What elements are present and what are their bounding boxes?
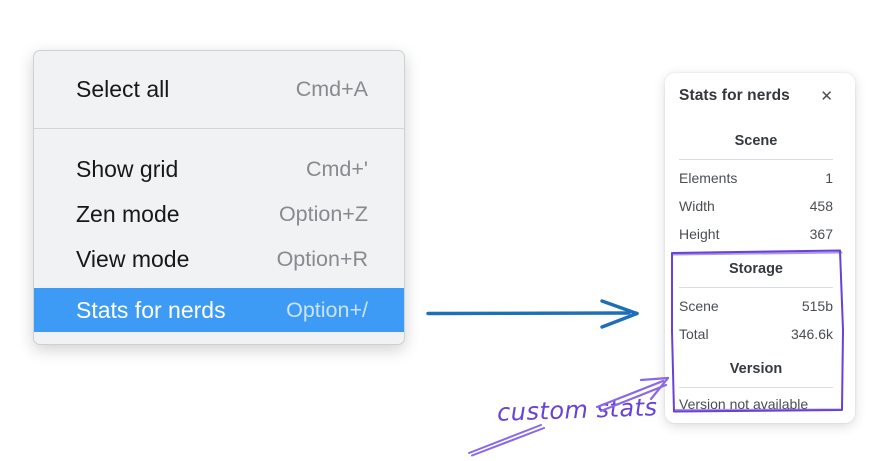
section-heading: Storage	[729, 261, 783, 277]
stats-section-version: Version Version not available	[679, 360, 833, 416]
menu-divider	[34, 128, 404, 129]
menu-item-select-all[interactable]: Select all Cmd+A	[34, 67, 404, 112]
menu-item-view-mode[interactable]: View mode Option+R	[34, 237, 404, 282]
stat-value: 367	[809, 226, 833, 242]
stats-section-scene: Scene Elements 1 Width 458 Height 367	[679, 132, 833, 248]
menu-item-zen-mode[interactable]: Zen mode Option+Z	[34, 192, 404, 237]
stat-label: Scene	[679, 298, 719, 314]
stats-panel-header: Stats for nerds ✕	[679, 86, 833, 106]
menu-section-top: Select all Cmd+A	[34, 51, 404, 128]
menu-item-shortcut: Cmd+'	[305, 157, 368, 181]
menu-item-label: Stats for nerds	[76, 296, 226, 323]
stat-label: Width	[679, 198, 715, 214]
stat-row-elements: Elements 1	[679, 164, 833, 192]
menu-item-shortcut: Option+Z	[278, 202, 368, 226]
stat-row-scene-storage: Scene 515b	[679, 292, 833, 320]
menu-item-shortcut: Option+R	[276, 247, 368, 271]
section-divider	[679, 287, 833, 288]
section-divider	[679, 387, 833, 388]
context-menu: Select all Cmd+A Show grid Cmd+' Zen mod…	[33, 50, 405, 345]
menu-item-label: Zen mode	[76, 201, 180, 227]
section-heading: Scene	[734, 133, 778, 149]
stats-panel: Stats for nerds ✕ Scene Elements 1 Width…	[665, 73, 855, 423]
annotation-custom-stats: custom stats	[496, 393, 658, 427]
stat-value: 1	[825, 170, 833, 186]
flow-arrow	[426, 299, 639, 329]
version-note: Version not available	[679, 396, 809, 412]
section-divider	[679, 159, 833, 160]
menu-item-label: View mode	[76, 246, 190, 272]
close-icon[interactable]: ✕	[820, 87, 833, 105]
stat-label: Total	[679, 326, 709, 342]
stat-value: 458	[809, 198, 833, 214]
stats-section-storage: Storage Scene 515b Total 346.6k	[679, 260, 833, 348]
menu-item-stats-for-nerds[interactable]: Stats for nerds Option+/	[34, 288, 404, 332]
panel-title: Stats for nerds	[679, 87, 790, 104]
menu-item-show-grid[interactable]: Show grid Cmd+'	[34, 147, 404, 192]
stat-value: 346.6k	[790, 326, 833, 342]
stat-label: Elements	[679, 170, 738, 186]
stat-row-width: Width 458	[679, 192, 833, 220]
menu-section-bottom: Show grid Cmd+' Zen mode Option+Z View m…	[34, 129, 404, 344]
menu-item-shortcut: Option+/	[286, 297, 368, 322]
annotation-line	[468, 424, 545, 457]
stat-row-total-storage: Total 346.6k	[679, 320, 833, 348]
menu-item-label: Select all	[76, 76, 170, 102]
stat-label: Height	[679, 226, 720, 242]
section-heading: Version	[729, 361, 783, 377]
menu-item-label: Show grid	[76, 156, 179, 182]
menu-item-shortcut: Cmd+A	[295, 77, 368, 101]
stat-row-height: Height 367	[679, 220, 833, 248]
stat-value: 515b	[801, 298, 833, 314]
